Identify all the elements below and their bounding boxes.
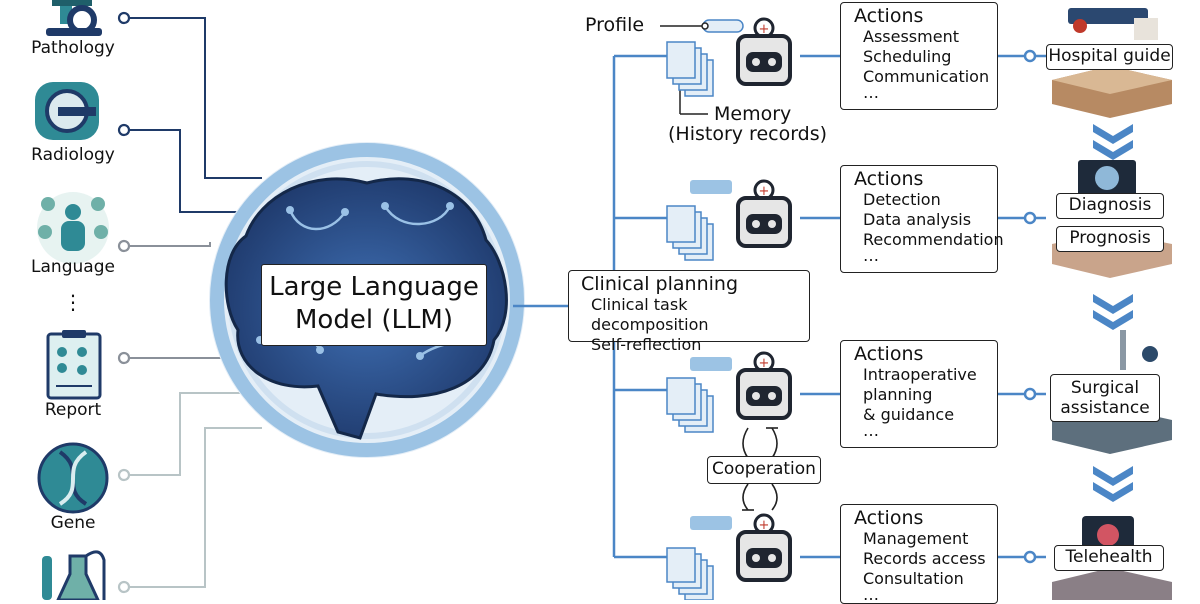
input-label-pathology: Pathology bbox=[31, 38, 115, 58]
robot-agent-icon: + bbox=[736, 179, 792, 248]
dna-icon bbox=[37, 442, 109, 514]
telehealth-scene-icon bbox=[1052, 516, 1172, 600]
actions-item: Intraoperative bbox=[863, 365, 977, 384]
actions-title: Actions bbox=[854, 507, 924, 529]
llm-label-box: Large Language Model (LLM) bbox=[261, 264, 487, 346]
outcome-surgical-assistance: Surgical assistance bbox=[1050, 374, 1160, 422]
actions-item: Communication bbox=[863, 67, 990, 86]
actions-box-3: Actions Intraoperative planning & guidan… bbox=[840, 340, 998, 448]
actions-item: Records access bbox=[863, 549, 986, 568]
svg-text:+: + bbox=[759, 518, 770, 533]
input-label-radiology: Radiology bbox=[31, 145, 115, 165]
actions-more: … bbox=[863, 83, 880, 102]
llm-label-line2: Model (LLM) bbox=[294, 305, 454, 335]
agent-2-icon: + bbox=[666, 179, 792, 261]
input-label-report: Report bbox=[44, 400, 102, 420]
robot-agent-icon: + bbox=[736, 17, 792, 86]
agent-tree-lines bbox=[612, 54, 668, 559]
outcome-illustrations bbox=[1052, 8, 1172, 600]
input-label-ellipsis: ⋮ bbox=[63, 290, 83, 314]
clipboard-report-icon bbox=[46, 330, 102, 400]
agent-callouts bbox=[660, 19, 744, 115]
actions-more: … bbox=[863, 246, 880, 265]
input-label-gene: Gene bbox=[50, 513, 96, 533]
agent-1-icon: + bbox=[666, 17, 792, 97]
hospital-scene-icon bbox=[1052, 8, 1172, 118]
actions-box-1: Actions Assessment Scheduling Communicat… bbox=[840, 2, 998, 110]
actions-more: … bbox=[863, 421, 880, 440]
robot-agent-icon: + bbox=[736, 351, 792, 420]
actions-item: Consultation bbox=[863, 569, 964, 588]
doctor-speech-icon bbox=[37, 192, 109, 264]
outcome-prognosis: Prognosis bbox=[1056, 226, 1164, 252]
memory-stack-icon bbox=[666, 547, 714, 600]
svg-text:+: + bbox=[759, 356, 770, 371]
agent-to-actions-connectors bbox=[800, 54, 840, 559]
actions-item: planning bbox=[863, 385, 933, 404]
outcome-hospital-guide: Hospital guide bbox=[1046, 44, 1173, 70]
input-label-language: Language bbox=[31, 257, 115, 277]
cooperation-arrows bbox=[742, 427, 778, 511]
outcome-telehealth: Telehealth bbox=[1054, 545, 1164, 571]
outcome-diagnosis: Diagnosis bbox=[1056, 193, 1164, 219]
actions-item: & guidance bbox=[863, 405, 955, 424]
actions-box-4: Actions Management Records access Consul… bbox=[840, 504, 998, 604]
microscope-icon bbox=[46, 0, 102, 36]
flow-chevrons bbox=[1093, 124, 1133, 502]
llm-label-line1: Large Language bbox=[269, 272, 479, 302]
agent-4-icon: + bbox=[666, 513, 792, 600]
actions-title: Actions bbox=[854, 168, 924, 190]
planning-item: Clinical task decomposition bbox=[591, 295, 709, 334]
profile-label: Profile bbox=[585, 14, 645, 36]
svg-text:+: + bbox=[759, 184, 770, 199]
cooperation-label: Cooperation bbox=[707, 456, 821, 484]
diagnosis-scene-icon bbox=[1052, 160, 1172, 278]
actions-more: … bbox=[863, 585, 880, 604]
memory-sublabel: (History records) bbox=[668, 123, 828, 145]
actions-item: Assessment bbox=[863, 27, 959, 46]
memory-stack-icon bbox=[666, 41, 714, 97]
robot-agent-icon: + bbox=[736, 513, 792, 582]
input-endpoints bbox=[117, 11, 131, 594]
actions-title: Actions bbox=[854, 5, 924, 27]
actions-item: Scheduling bbox=[863, 47, 952, 66]
actions-item: Management bbox=[863, 529, 969, 548]
actions-box-2: Actions Detection Data analysis Recommen… bbox=[840, 165, 1004, 273]
actions-title: Actions bbox=[854, 343, 924, 365]
clinical-planning-box: Clinical planning Clinical task decompos… bbox=[568, 270, 810, 354]
agent-3-icon: + bbox=[666, 351, 792, 433]
planning-item: Self-reflection bbox=[591, 335, 702, 354]
outcome-surgical-line2: assistance bbox=[1060, 398, 1150, 418]
memory-stack-icon bbox=[666, 205, 714, 261]
outcome-surgical-line1: Surgical bbox=[1070, 378, 1140, 398]
input-connectors bbox=[128, 17, 262, 588]
mri-scanner-icon bbox=[35, 82, 99, 140]
actions-to-outcome-connectors bbox=[998, 49, 1046, 564]
memory-stack-icon bbox=[666, 377, 714, 433]
svg-text:+: + bbox=[759, 22, 770, 37]
lab-flask-icon bbox=[42, 550, 106, 600]
actions-item: Recommendation bbox=[863, 230, 1004, 249]
actions-item: Detection bbox=[863, 190, 941, 209]
actions-item: Data analysis bbox=[863, 210, 972, 229]
memory-label: Memory bbox=[714, 103, 792, 125]
planning-title: Clinical planning bbox=[581, 273, 739, 295]
